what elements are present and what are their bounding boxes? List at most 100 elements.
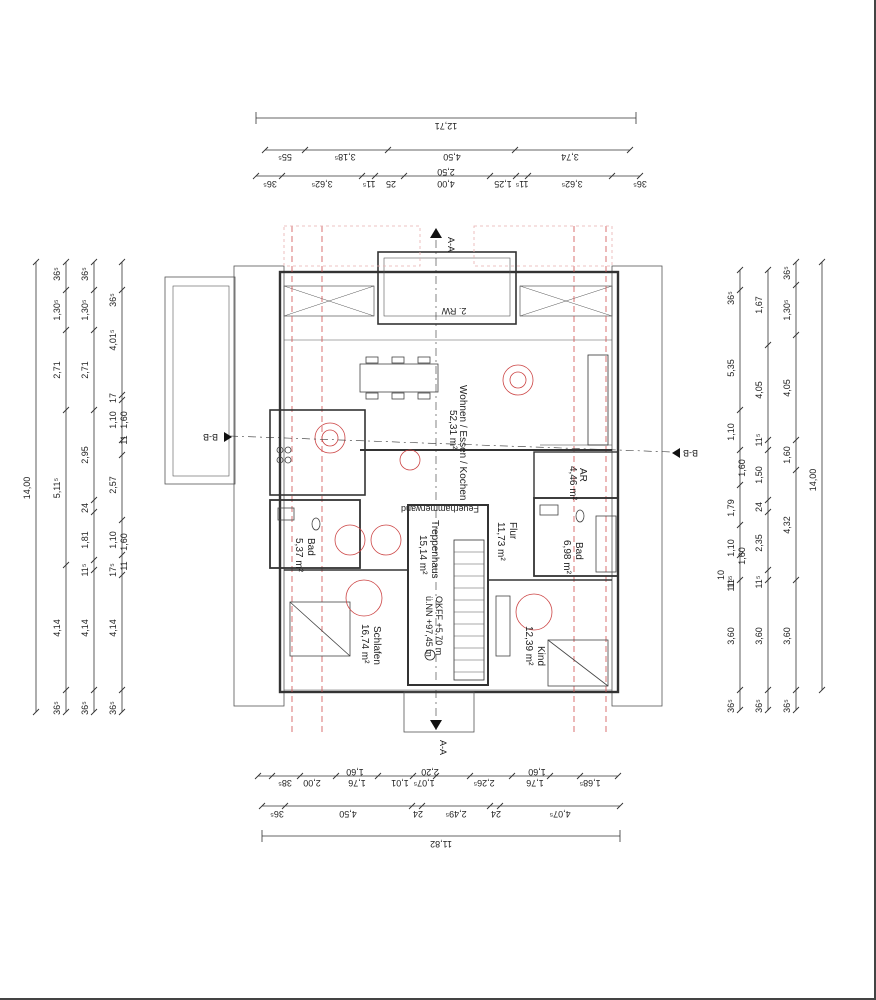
bot-dim-r2-5: 4,07⁵	[549, 809, 571, 819]
top-dim-r2-b: 3,18⁵	[334, 152, 356, 162]
bot-dim-r2-4: 24	[491, 809, 501, 819]
building-outline	[164, 251, 663, 733]
bot-dim-r1-5: 1,07⁵	[413, 778, 435, 788]
bot-dim-r1-6: 2,20	[421, 767, 439, 777]
right-c3-2: 4,05	[782, 379, 792, 397]
room-treppenhaus-name: Treppenhaus	[429, 520, 440, 579]
right-c3-6: 36⁵	[782, 699, 792, 713]
left-c2-2: 2,71	[80, 361, 90, 379]
stair-treads	[454, 551, 484, 673]
left-c3-12: 36⁵	[108, 701, 118, 715]
bot-dim-r1-0: 38⁵	[278, 778, 292, 788]
left-c1-5: 36⁵	[52, 701, 62, 715]
left-c2-6: 11⁵	[80, 563, 90, 576]
left-c2-5: 1,81	[80, 531, 90, 549]
room-bad-left-area: 5,37 m²	[293, 538, 304, 573]
right-c1-9: 36⁵	[726, 699, 736, 713]
bot-dim-r2-0: 36⁵	[270, 809, 284, 819]
left-c2-8: 36⁵	[80, 701, 90, 715]
top-dim-r3-8: 3,62⁵	[561, 179, 583, 189]
left-c3-0: 36⁵	[108, 293, 118, 307]
left-c3-2: 17	[108, 393, 118, 403]
section-label-top: A-A	[446, 237, 456, 252]
left-c1-4: 4,14	[52, 619, 62, 637]
unn-label: ü.NN +97,45 m	[424, 596, 434, 657]
room-treppenhaus-area: 15,14 m²	[417, 535, 428, 575]
bot-dim-r1-1: 2,00	[303, 778, 321, 788]
room-schlafen-name: Schlafen	[371, 626, 382, 665]
right-c2-4: 24	[754, 502, 764, 512]
bot-dim-r1-2: 1,76	[348, 778, 366, 788]
left-dimension-chains: 14,00 36⁵ 1,30⁵ 2,71 5,11⁵ 4,14 36⁵ 36⁵ …	[22, 258, 129, 716]
right-c2-8: 36⁵	[754, 699, 764, 713]
section-arrow-top	[430, 228, 442, 238]
skylight-symbols	[314, 364, 553, 631]
right-c2-6: 11⁵	[754, 575, 764, 588]
bot-dim-r1-4: 1,01	[391, 778, 409, 788]
right-c2-2: 11⁵	[754, 433, 764, 446]
right-extra-0: 10	[716, 570, 726, 580]
top-dim-r3-6: 1,25	[494, 179, 512, 189]
section-arrow-right	[672, 448, 680, 458]
right-c2-5: 2,35	[754, 534, 764, 552]
room-schlafen-area: 16,74 m²	[359, 624, 370, 664]
bot-dim-r2-2: 24	[413, 809, 423, 819]
feuerhammer-label: Feuerhammerwand	[401, 504, 479, 514]
top-dim-r2-c: 4,50	[443, 152, 461, 162]
section-label-right: B-B	[683, 448, 698, 458]
left-c2-4: 24	[80, 503, 90, 513]
bot-dim-r2-3: 2,49⁵	[445, 809, 467, 819]
left-c2-1: 1,30⁵	[80, 299, 90, 321]
right-c3-3: 1,60	[782, 446, 792, 464]
top-dim-total: 12,71	[435, 121, 458, 131]
room-labels: Wohnen / Essen / Kochen 52,31 m² AR 4,46…	[293, 306, 588, 666]
right-c1-2: 1,10	[726, 423, 736, 441]
bot-dim-total: 11,82	[430, 839, 452, 849]
bot-dim-r1-10: 1,68⁵	[579, 778, 601, 788]
left-c3-11: 4,14	[108, 619, 118, 637]
bot-dim-r2-1: 4,50	[339, 809, 357, 819]
roof-slope-lines	[283, 225, 613, 734]
top-dim-r3-0: 36⁵	[263, 179, 277, 189]
room-wohnen-area: 52,31 m²	[447, 410, 458, 450]
right-c3-1: 1,30⁵	[782, 299, 792, 321]
right-c1-8: 3,60	[726, 627, 736, 645]
right-c2-1: 4,05	[754, 381, 764, 399]
left-c1-0: 36⁵	[52, 267, 62, 281]
right-c1-1: 5,35	[726, 359, 736, 377]
right-extra-1: 11⁵	[726, 575, 736, 588]
right-c2-3: 1,50	[754, 466, 764, 484]
top-dim-r3-2: 11⁵	[362, 179, 375, 189]
right-c3-5: 3,60	[782, 627, 792, 645]
right-c3-4: 4,32	[782, 516, 792, 534]
right-c2-0: 1,67	[754, 296, 764, 314]
left-c3-4: 1,60	[119, 411, 129, 429]
room-ar-name: AR	[577, 468, 588, 482]
top-dimension-chains: 12,71 55⁵ 3,18⁵ 4,50 3,74 36⁵ 3,62⁵ 11⁵ …	[252, 112, 647, 189]
section-label-left: B-B	[203, 432, 218, 442]
room-kind-name: Kind	[535, 646, 546, 666]
level-marker-icon	[424, 649, 436, 661]
left-c3-6: 2,57	[108, 476, 118, 494]
bot-dim-r1-8: 1,76	[526, 778, 544, 788]
furniture	[276, 356, 617, 687]
room-bad-left-name: Bad	[305, 538, 316, 556]
right-c1-0: 36⁵	[726, 291, 736, 305]
top-dim-r3-4: 2,50	[437, 167, 455, 177]
left-c2-0: 36⁵	[80, 267, 90, 281]
top-dim-r3-9: 36⁵	[633, 179, 647, 189]
room-kind-area: 12,39 m²	[523, 626, 534, 666]
okff-label: OKFF +5,70 m	[434, 596, 444, 655]
left-c3-7: 1,10	[108, 531, 118, 549]
room-bad-right-name: Bad	[573, 542, 584, 560]
room-flur-name: Flur	[507, 522, 518, 540]
bottom-dimension-chains: 38⁵ 2,00 1,76 1,60 1,01 1,07⁵ 2,20 2,26⁵…	[254, 767, 624, 849]
left-c3-8: 1,60	[119, 533, 129, 551]
left-c3-10: 17⁵	[108, 563, 118, 577]
top-dim-r3-3: 25	[386, 179, 396, 189]
right-c3-0: 36⁵	[782, 266, 792, 280]
top-dim-r2-a: 55⁵	[278, 152, 292, 162]
room-flur-area: 11,73 m²	[495, 522, 506, 561]
right-dimension-chains: 36⁵ 5,35 1,10 1,60 1,79 1,10 1,60 11⁵ 3,…	[716, 258, 826, 714]
